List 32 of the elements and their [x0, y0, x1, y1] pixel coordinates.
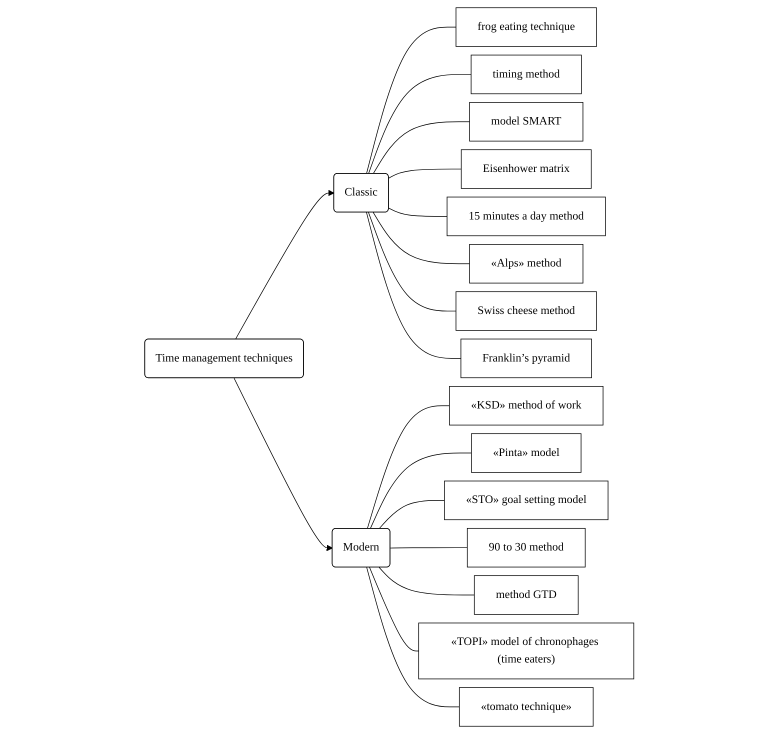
node-box: Eisenhower matrix [461, 149, 592, 189]
connector [368, 74, 472, 174]
arrow [235, 190, 335, 340]
node-box: frog eating technique [456, 7, 598, 47]
node-box: Swiss cheese method [456, 291, 598, 331]
node-box: «TOPI» model of chronophages (time eaters) [418, 622, 634, 680]
node-box: timing method [470, 54, 582, 94]
connector [366, 567, 460, 708]
node-box: Franklin’s pyramid [460, 338, 592, 378]
connector [370, 452, 472, 530]
node-box: «STO» goal setting model [444, 480, 609, 520]
connector [388, 208, 448, 217]
connector [366, 212, 462, 359]
connector [379, 500, 446, 530]
node-box: «tomato technique» [459, 687, 594, 727]
connector [373, 212, 470, 264]
arrow [234, 378, 334, 552]
connector [366, 26, 457, 174]
connector [373, 121, 470, 174]
connector [388, 168, 462, 179]
connector [390, 547, 468, 548]
node-box: «KSD» method of work [449, 386, 604, 426]
connector [369, 567, 420, 652]
node-box: «Pinta» model [471, 433, 582, 473]
node-box: method GTD [474, 575, 579, 615]
node-box: 90 to 30 method [467, 528, 586, 568]
connector [379, 567, 475, 596]
node-box: 15 minutes a day method [446, 196, 606, 236]
connector [368, 212, 457, 312]
connector [367, 405, 450, 530]
node-box: model SMART [469, 102, 584, 142]
node-box: «Alps» method [469, 244, 584, 284]
